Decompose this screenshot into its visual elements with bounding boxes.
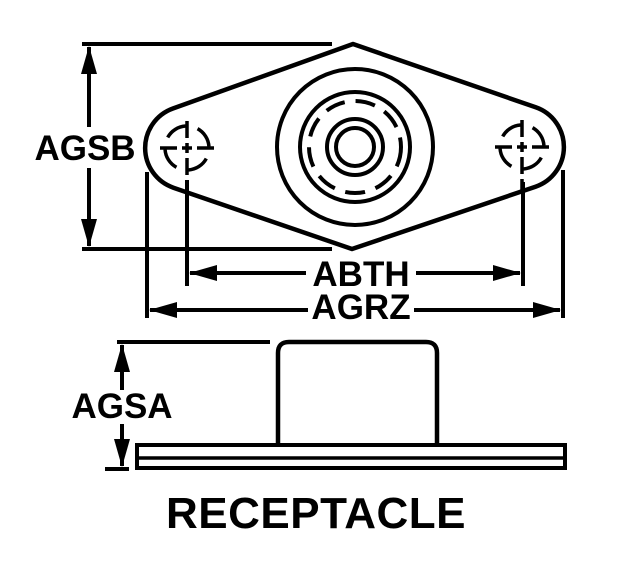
arrowhead-down xyxy=(81,219,97,247)
arrowhead-up xyxy=(81,46,97,74)
dimension-agrz: AGRZ xyxy=(145,170,565,327)
arrowhead-up xyxy=(114,344,130,372)
grommet-circle xyxy=(325,117,385,177)
agsa-label: AGSA xyxy=(71,387,172,426)
boss-hidden-circle xyxy=(307,99,403,195)
arrowhead-left xyxy=(149,302,177,318)
agsb-label: AGSB xyxy=(34,129,135,168)
agrz-label: AGRZ xyxy=(311,288,410,327)
boss-ring-circle xyxy=(298,90,412,204)
rivet-hole-right xyxy=(495,120,549,190)
abth-label: ABTH xyxy=(312,255,409,294)
receptacle-boss xyxy=(275,67,435,227)
arrowhead-left xyxy=(189,265,217,281)
receptacle-body xyxy=(275,339,440,445)
dimension-agsa: AGSA xyxy=(71,340,270,471)
rivet-hole-left xyxy=(160,121,214,175)
boss-outer-circle xyxy=(275,67,435,227)
arrowhead-down xyxy=(114,439,130,467)
side-view: AGSA xyxy=(71,339,567,471)
figure-caption: RECEPTACLE xyxy=(166,489,466,538)
flange-outline xyxy=(142,41,567,252)
dimension-agsb: AGSB xyxy=(34,42,332,251)
top-view: AGSB ABTH AGRZ xyxy=(34,41,567,327)
arrowhead-right xyxy=(493,265,521,281)
arrowhead-right xyxy=(533,302,561,318)
base-plate xyxy=(135,443,567,470)
dimension-abth: ABTH xyxy=(185,180,525,294)
center-hole-circle xyxy=(334,126,376,168)
